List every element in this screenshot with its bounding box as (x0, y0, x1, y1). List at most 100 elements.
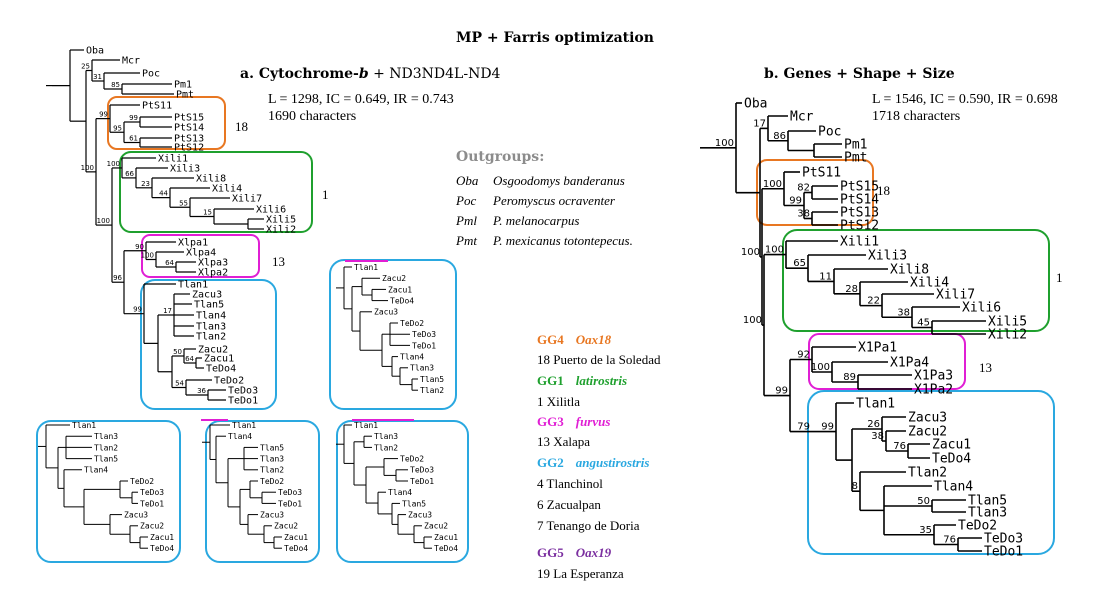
taxon-label: TeDo3 (412, 330, 436, 339)
support-value: 50 (917, 496, 930, 507)
support-value: 90 (135, 243, 144, 251)
legend-gg-label: GG5 (537, 545, 564, 560)
taxon-label: Xili1 (158, 154, 188, 165)
taxon-label: TeDo3 (984, 532, 1023, 547)
support-value: 36 (197, 387, 206, 395)
support-value: 100 (811, 362, 830, 373)
legend-gg-label: GG3 (537, 414, 564, 429)
support-value: 100 (743, 315, 762, 326)
taxon-label: PtS12 (174, 143, 204, 154)
taxon-label: Zacu3 (260, 510, 284, 519)
support-value: 86 (773, 131, 786, 142)
legend-species: latirostris (575, 373, 628, 388)
taxon-label: TeDo1 (140, 499, 164, 508)
taxon-label: Zacu1 (284, 533, 308, 542)
taxon-label: Tlan4 (228, 432, 252, 441)
support-value: 100 (97, 217, 110, 225)
box-gg1-a (119, 151, 313, 233)
taxon-label: TeDo1 (984, 545, 1023, 560)
support-value: 26 (867, 419, 880, 430)
taxon-label: Tlan4 (84, 466, 108, 475)
taxon-label: Pmt (844, 151, 867, 166)
taxon-label: TeDo2 (214, 376, 244, 387)
taxon-label: Oba (86, 46, 104, 57)
panel-a-stats: L = 1298, IC = 0.649, IR = 0.743 (268, 92, 454, 107)
taxon-label: TeDo4 (390, 296, 414, 305)
taxon-label: Xili6 (256, 205, 286, 216)
taxon-label: Xili2 (988, 328, 1027, 343)
box-small-1 (329, 259, 457, 410)
panel-a-title-prefix: a. Cytochrome- (240, 66, 359, 82)
region-label: 18 (877, 183, 890, 198)
outgroup-name: P. melanocarpus (493, 213, 580, 228)
legend-locality: 6 Zacualpan (537, 497, 601, 512)
taxon-label: X1Pa3 (914, 369, 953, 384)
support-value: 50 (173, 348, 182, 356)
legend-locality: 18 Puerto de la Soledad (537, 352, 661, 367)
support-value: 15 (203, 209, 212, 217)
support-value: 95 (113, 124, 122, 132)
taxon-label: Xili3 (868, 249, 907, 264)
support-value: 45 (917, 318, 930, 329)
taxon-label: Zacu1 (388, 285, 412, 294)
support-value: 92 (797, 350, 810, 361)
support-value: 99 (789, 196, 802, 207)
legend-locality: 13 Xalapa (537, 434, 591, 449)
taxon-label: Xili5 (988, 315, 1027, 330)
taxon-label: Xili7 (232, 194, 262, 205)
taxon-label: PtS15 (174, 113, 204, 124)
taxon-label: Tlan2 (196, 332, 226, 343)
legend-locality: 7 Tenango de Doria (537, 518, 640, 533)
taxon-label: Zacu3 (124, 510, 148, 519)
support-value: 99 (99, 111, 108, 119)
taxon-label: Tlan5 (194, 300, 224, 311)
taxon-label: Pm1 (174, 80, 192, 91)
taxon-label: Zacu2 (382, 274, 406, 283)
support-value: 54 (175, 380, 184, 388)
taxon-label: TeDo2 (958, 519, 997, 534)
outgroup-code: Poc (456, 193, 477, 208)
taxon-label: TeDo4 (284, 544, 308, 553)
region-label: 18 (235, 119, 248, 134)
taxon-label: Xili8 (196, 174, 226, 185)
small-tree-2: Tlan1Tlan3Tlan2Tlan5Tlan4TeDo2TeDo3TeDo1… (38, 421, 174, 553)
legend-species: Oax19 (575, 545, 612, 560)
support-value: 79 (797, 422, 810, 433)
taxon-label: TeDo2 (260, 477, 284, 486)
outgroup-code: Pmt (456, 233, 477, 248)
taxon-label: Tlan1 (232, 421, 256, 430)
support-value: 99 (133, 306, 142, 314)
outgroup-row: Pml P. melanocarpus (456, 213, 579, 229)
taxon-label: Zacu3 (192, 290, 222, 301)
support-value: 100 (81, 164, 94, 172)
taxon-label: Zacu1 (932, 438, 971, 453)
legend-gg-label: GG4 (537, 332, 564, 347)
taxon-label: Tlan5 (968, 494, 1007, 509)
legend-group-gg5: GG5 Oax19 (537, 545, 611, 561)
taxon-label: Tlan1 (856, 397, 895, 412)
region-label: 13 (272, 254, 285, 269)
support-value: 96 (113, 274, 122, 282)
panel-a-title-rest: + ND3ND4L-ND4 (368, 66, 501, 82)
taxon-label: Tlan4 (934, 480, 973, 495)
taxon-label: Tlan3 (94, 432, 118, 441)
taxon-label: Xlpa3 (198, 258, 228, 269)
legend-species: angustirostris (575, 455, 650, 470)
taxon-label: Mcr (790, 110, 814, 125)
taxon-label: PtS14 (840, 193, 879, 208)
taxon-label: TeDo4 (206, 364, 236, 375)
taxon-label: TeDo1 (228, 396, 258, 407)
taxon-label: Zacu1 (434, 533, 458, 542)
taxon-label: Tlan5 (260, 443, 284, 452)
box-small-3 (205, 420, 320, 563)
box-gg3-a (141, 234, 260, 278)
support-value: 89 (843, 372, 856, 383)
taxon-label: TeDo2 (130, 477, 154, 486)
taxon-label: Zacu2 (908, 425, 947, 440)
outgroup-code: Pml (456, 213, 477, 228)
outgroup-name: P. mexicanus totontepecus. (493, 233, 633, 248)
support-value: 17 (753, 118, 766, 129)
